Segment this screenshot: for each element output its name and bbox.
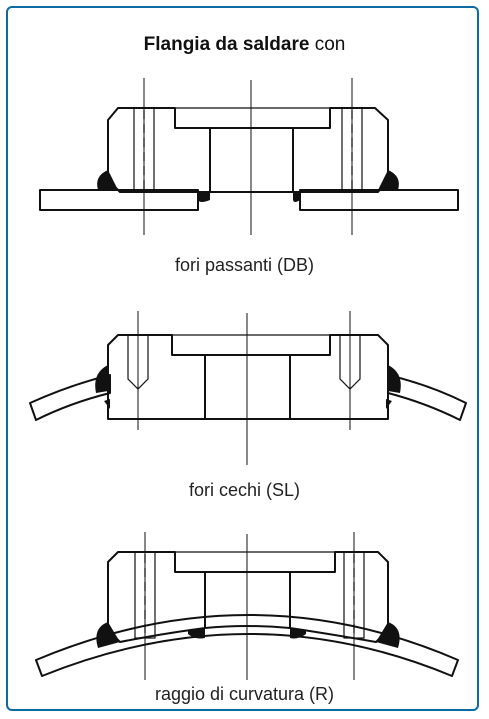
weld-outer-left xyxy=(96,622,120,648)
flange-section-through-holes xyxy=(39,78,459,235)
flange-body-right xyxy=(292,107,389,193)
flange-body-right xyxy=(289,334,389,420)
caption-through-holes: fori passanti (DB) xyxy=(174,255,315,275)
weld-inner-right xyxy=(293,192,300,202)
flange-body-left xyxy=(107,334,206,420)
caption-blind-holes: fori cechi (SL) xyxy=(188,480,301,500)
weld-inner-left xyxy=(198,192,210,202)
weld-outer-left xyxy=(95,365,108,393)
weld-outer-right xyxy=(378,170,399,190)
weld-outer-left xyxy=(97,170,118,190)
plate-right xyxy=(387,374,467,421)
plate-left xyxy=(29,374,111,421)
curved-plate xyxy=(35,614,459,677)
base-plate-left xyxy=(39,189,199,211)
title-bold: Flangia da saldare xyxy=(143,34,310,55)
flange-body-right xyxy=(289,551,389,643)
bore xyxy=(204,571,291,629)
blind-hole-left xyxy=(127,334,149,390)
title-rest: con xyxy=(309,34,346,55)
figure-frame xyxy=(6,6,479,711)
caption-curvature: raggio di curvatura (R) xyxy=(154,684,335,704)
blind-hole-right xyxy=(339,334,361,390)
flange-section-curvature xyxy=(35,532,459,680)
weld-outer-right xyxy=(388,365,401,393)
base-plate-right xyxy=(299,189,459,211)
weld-outer-right xyxy=(376,622,400,648)
flange-body-left xyxy=(107,107,211,193)
flange-section-blind-holes xyxy=(29,311,467,465)
flange-body-left xyxy=(107,551,206,643)
figure-title: Flangia da saldare con xyxy=(0,34,489,56)
